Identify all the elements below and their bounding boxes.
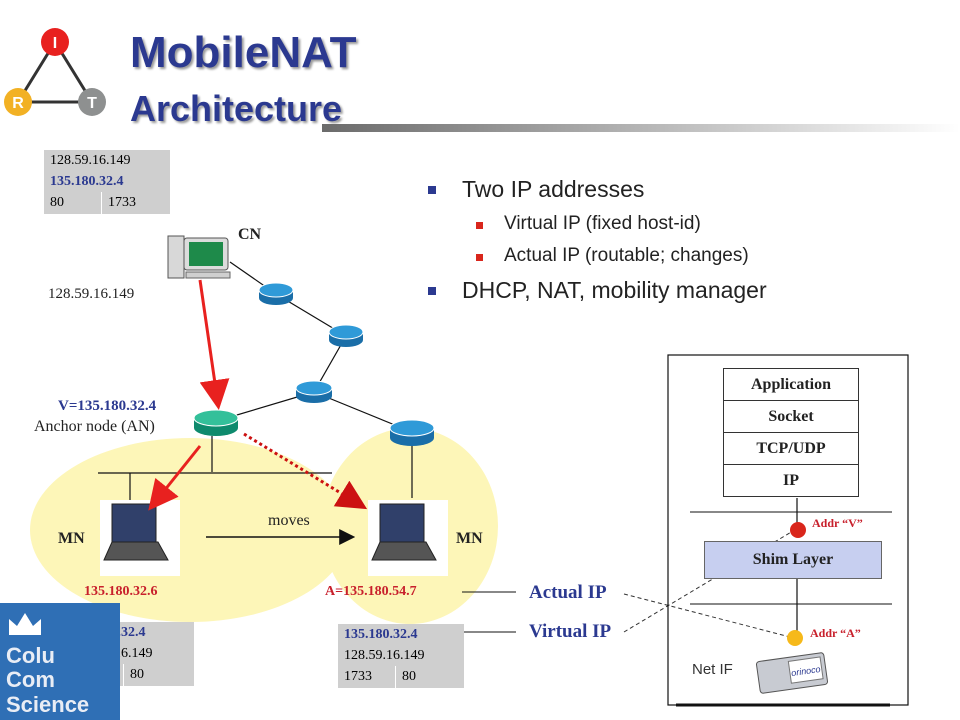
cn-computer-icon [167,235,231,279]
packet-dport: 80 [130,667,144,682]
irt-logo: I R T [4,28,106,116]
an-to-mn-arrow [148,445,202,511]
anchor-node-label: Anchor node (AN) [34,418,155,435]
sub-bullet-item: Virtual IP (fixed host-id) [476,213,767,235]
addr-v-label: Addr “V” [812,516,863,530]
stack-application: Application [723,368,859,401]
virtual-ip-label: Virtual IP [529,621,612,642]
slide-title: MobileNAT [130,28,357,77]
actual-addr-label: A=135.180.54.7 [325,584,417,599]
stack-ip: IP [723,465,859,497]
crown-icon [9,613,41,635]
network-card-icon: orinoco [755,652,829,694]
packet-header-mid: 135.180.32.4 128.59.16.149 1733 80 [338,624,464,688]
mn-left-label: MN [58,530,85,547]
columbia-logo: Colu Com Science [0,603,120,720]
packet-ports: 1733 80 [338,666,464,688]
packet-dst: 135.180.32.4 [44,171,170,192]
bullet-text: Actual IP (routable; changes) [504,245,749,266]
actual-ip-label: Actual IP [529,582,607,603]
packet-dport: 80 [402,669,416,684]
bullet-marker [476,254,483,261]
an-to-moved-mn-arrow [243,432,368,510]
packet-sport: 80 [44,192,102,214]
protocol-stack: Application Socket TCP/UDP IP [723,368,859,497]
shim-layer-box: Shim Layer [704,541,882,579]
bullet-item: DHCP, NAT, mobility manager [428,277,767,304]
addr-a-label: Addr “A” [810,626,861,640]
bullet-marker [476,222,483,229]
router-icon [328,324,364,347]
bullet-marker [428,186,436,194]
irt-logo-i: I [53,35,57,52]
mn-left-ip-label: 135.180.32.6 [84,584,158,599]
bullet-list: Two IP addresses Virtual IP (fixed host-… [428,176,767,314]
title-underline [322,124,960,132]
columbia-line1: Colu [6,643,55,668]
laptop-icon [368,500,448,576]
columbia-line3: Science [6,692,90,717]
anchor-node-icon [193,409,239,436]
addr-v-dot [790,522,806,538]
mn-right-label: MN [456,530,483,547]
actual-ip-dashed-link [623,593,795,639]
sub-bullet-item: Actual IP (routable; changes) [476,245,767,267]
packet-dst: 128.59.16.149 [338,645,464,666]
net-if-label: Net IF [692,661,733,678]
packet-src: 135.180.32.4 [338,624,464,645]
bullet-text: DHCP, NAT, mobility manager [462,277,767,303]
router-icon [389,419,435,446]
stack-tcpudp: TCP/UDP [723,433,859,465]
laptop-icon [100,500,180,576]
packet-ports: 80 1733 [44,192,170,214]
packet-sport: 1733 [338,666,396,688]
bullet-text: Virtual IP (fixed host-id) [504,213,701,234]
stack-socket: Socket [723,401,859,433]
virtual-addr-label: V=135.180.32.4 [58,398,157,414]
bullet-item: Two IP addresses [428,176,767,203]
cn-label: CN [238,226,262,243]
bullet-marker [428,287,436,295]
router-icon [295,380,333,403]
packet-dport: 1733 [108,195,136,210]
irt-logo-r: R [12,95,24,112]
moves-label: moves [268,512,310,529]
router-icon [258,282,294,305]
slide-subtitle: Architecture [130,88,343,129]
irt-logo-t: T [87,95,97,112]
bullet-text: Two IP addresses [462,176,645,202]
network-card-label: orinoco [791,664,822,678]
cn-to-an-arrow [198,279,230,410]
packet-src: 128.59.16.149 [44,150,170,171]
addr-a-dot [787,630,803,646]
columbia-line2: Com [6,667,55,692]
cn-ip-label: 128.59.16.149 [48,286,135,302]
packet-header-top: 128.59.16.149 135.180.32.4 80 1733 [44,150,170,214]
